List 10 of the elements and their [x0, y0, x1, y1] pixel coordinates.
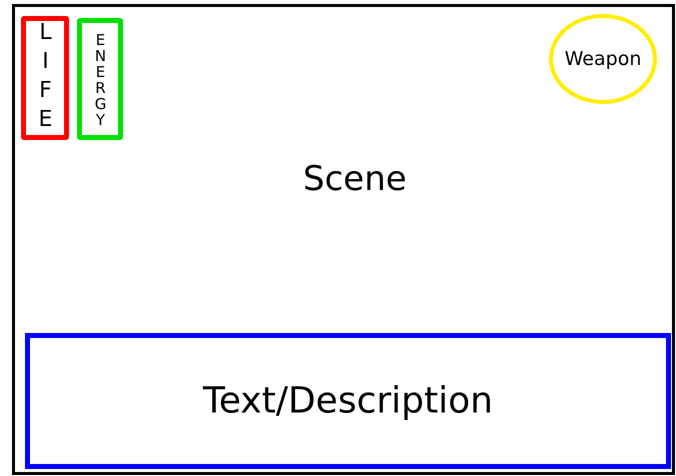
description-text: Text/Description — [203, 380, 493, 422]
energy-label: ENERGY — [92, 31, 108, 127]
life-bar — [21, 16, 69, 140]
description-panel — [25, 333, 671, 469]
scene-frame — [12, 4, 675, 475]
scene-title: Scene — [303, 159, 407, 199]
energy-bar — [77, 18, 123, 140]
weapon-slot — [549, 14, 657, 104]
weapon-label: Weapon — [564, 48, 642, 70]
life-label: LIFE — [34, 20, 56, 136]
